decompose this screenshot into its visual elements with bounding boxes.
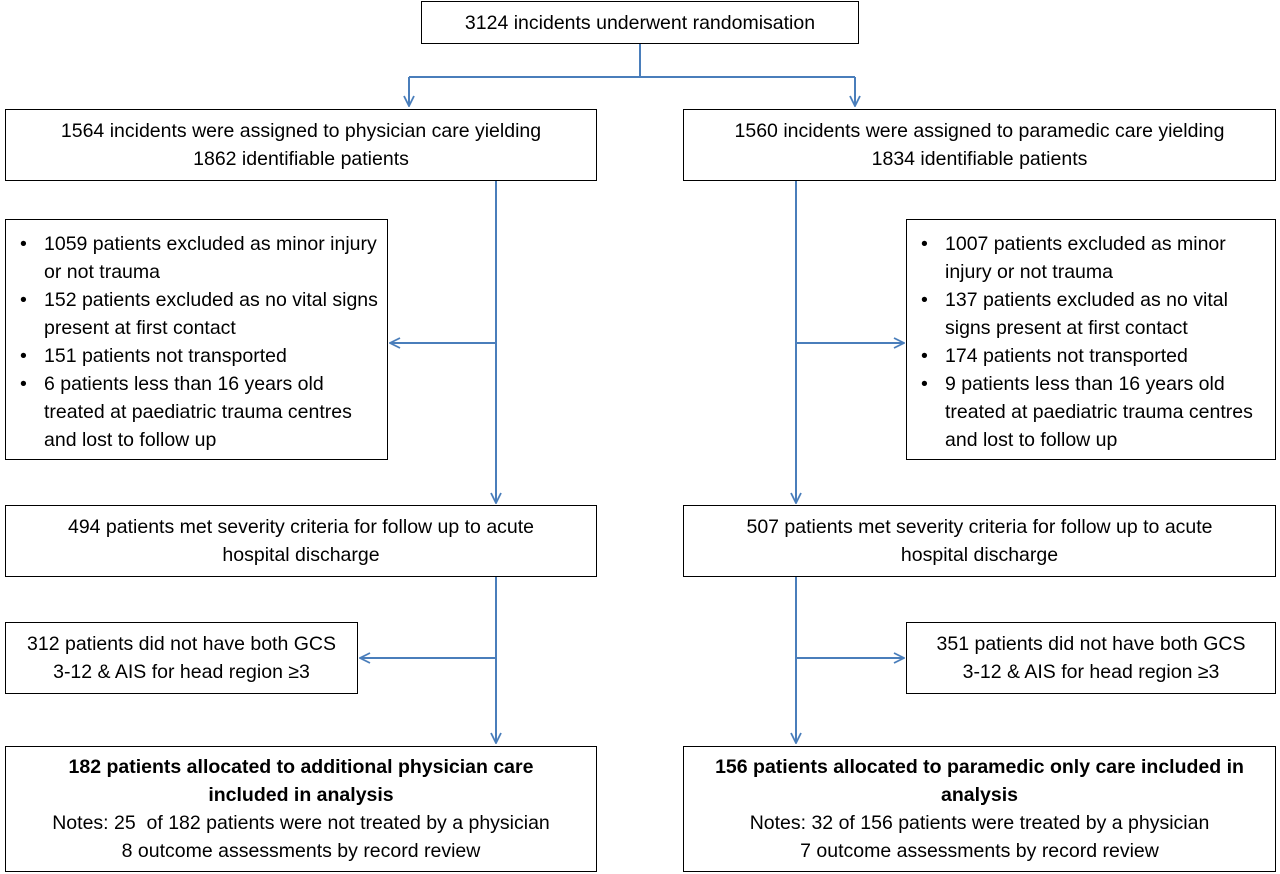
paramedic-final-note1: Notes: 32 of 156 patients were treated b…	[749, 812, 1210, 834]
paramedic-severity-box: 507 patients met severity criteria for f…	[683, 505, 1276, 577]
paramedic-gcs-box: 351 patients did not have both GCS 3-12 …	[906, 622, 1276, 694]
paramedic-excluded-item: 9 patients less than 16 years old treate…	[921, 370, 1267, 454]
paramedic-excluded-item: 174 patients not transported	[921, 342, 1267, 370]
paramedic-assigned-line1: 1560 incidents were assigned to paramedi…	[734, 120, 1225, 142]
physician-severity-line1: 494 patients met severity criteria for f…	[67, 516, 535, 538]
physician-excluded-item: 1059 patients excluded as minor injury o…	[20, 230, 379, 286]
paramedic-severity-line2: hospital discharge	[900, 544, 1059, 566]
paramedic-severity-line1: 507 patients met severity criteria for f…	[746, 516, 1213, 538]
paramedic-gcs-line1: 351 patients did not have both GCS	[936, 633, 1246, 655]
paramedic-excluded-list: 1007 patients excluded as minor injury o…	[907, 220, 1275, 454]
physician-final-bold1: 182 patients allocated to additional phy…	[68, 756, 534, 778]
physician-excluded-item: 6 patients less than 16 years old treate…	[20, 370, 379, 454]
paramedic-gcs-line2: 3-12 & AIS for head region ≥3	[962, 661, 1220, 683]
paramedic-assigned-line2: 1834 identifiable patients	[871, 148, 1088, 170]
physician-final-box: 182 patients allocated to additional phy…	[5, 746, 597, 872]
paramedic-final-bold1: 156 patients allocated to paramedic only…	[715, 756, 1244, 778]
paramedic-final-bold2: analysis	[941, 784, 1018, 806]
physician-assigned-box: 1564 incidents were assigned to physicia…	[5, 109, 597, 181]
physician-assigned-line1: 1564 incidents were assigned to physicia…	[60, 120, 542, 142]
paramedic-excluded-item: 1007 patients excluded as minor injury o…	[921, 230, 1267, 286]
paramedic-final-note2: 7 outcome assessments by record review	[800, 840, 1159, 862]
physician-gcs-box: 312 patients did not have both GCS 3-12 …	[5, 622, 358, 694]
physician-final-bold2: included in analysis	[208, 784, 394, 806]
paramedic-excluded-box: 1007 patients excluded as minor injury o…	[906, 219, 1276, 460]
randomisation-box: 3124 incidents underwent randomisation	[421, 1, 859, 44]
randomisation-text: 3124 incidents underwent randomisation	[464, 11, 816, 34]
physician-excluded-item: 152 patients excluded as no vital signs …	[20, 286, 379, 342]
physician-gcs-line2: 3-12 & AIS for head region ≥3	[53, 661, 310, 683]
paramedic-assigned-box: 1560 incidents were assigned to paramedi…	[683, 109, 1276, 181]
paramedic-final-box: 156 patients allocated to paramedic only…	[683, 746, 1276, 872]
paramedic-excluded-item: 137 patients excluded as no vital signs …	[921, 286, 1267, 342]
physician-severity-line2: hospital discharge	[222, 544, 380, 566]
physician-final-note2: 8 outcome assessments by record review	[121, 840, 481, 862]
physician-assigned-line2: 1862 identifiable patients	[193, 148, 409, 170]
physician-excluded-item: 151 patients not transported	[20, 342, 379, 370]
physician-gcs-line1: 312 patients did not have both GCS	[27, 633, 336, 655]
physician-final-note1: Notes: 25 of 182 patients were not treat…	[52, 812, 550, 834]
physician-excluded-box: 1059 patients excluded as minor injury o…	[5, 219, 388, 460]
physician-excluded-list: 1059 patients excluded as minor injury o…	[6, 220, 387, 454]
physician-severity-box: 494 patients met severity criteria for f…	[5, 505, 597, 577]
